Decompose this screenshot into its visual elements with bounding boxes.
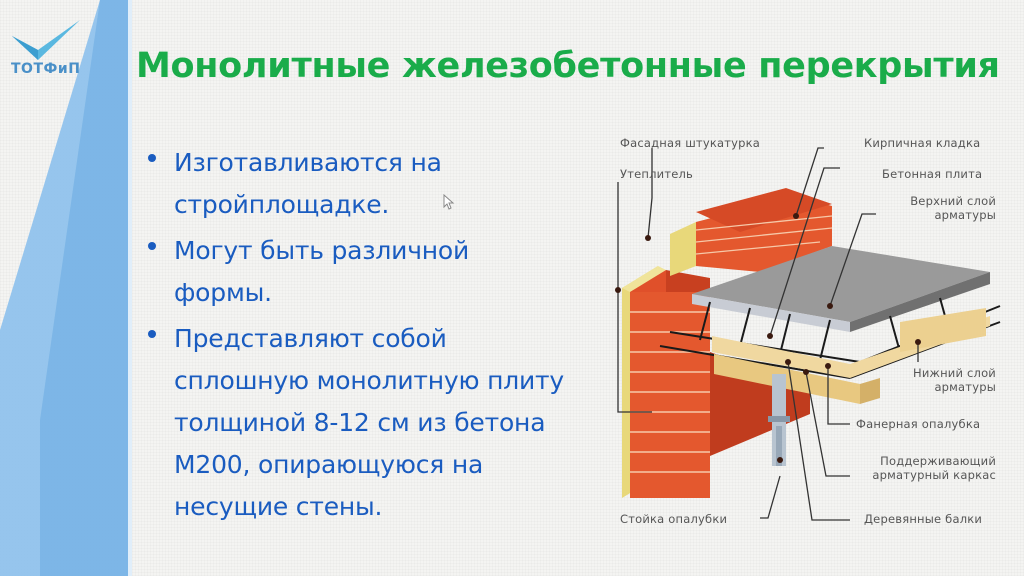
label-upper-rebar: Верхний слой арматуры xyxy=(910,194,996,222)
bullet-line: М200, опирающуюся на xyxy=(174,450,484,479)
side-accent-panel xyxy=(0,0,132,576)
bullet-item: Представляют собой сплошную монолитную п… xyxy=(144,318,604,528)
mouse-cursor-icon xyxy=(443,194,455,210)
bullet-list: Изготавливаются на стройплощадке. Могут … xyxy=(144,142,604,532)
label-wooden-beams: Деревянные балки xyxy=(864,512,983,526)
bullet-line: Изготавливаются на xyxy=(174,148,442,177)
slab-construction-illustration xyxy=(615,147,1001,521)
label-facade-plaster: Фасадная штукатурка xyxy=(620,136,761,150)
bullet-line: толщиной 8-12 см из бетона xyxy=(174,408,546,437)
label-support-frame: Поддерживающий арматурный каркас xyxy=(872,454,996,482)
bullet-line: Могут быть различной xyxy=(174,236,470,265)
label-formwork-prop: Стойка опалубки xyxy=(620,512,728,526)
bullet-line: Представляют собой xyxy=(174,324,447,353)
bullet-dot-icon xyxy=(148,242,156,250)
label-concrete-slab: Бетонная плита xyxy=(882,167,983,181)
bullet-line: формы. xyxy=(174,278,272,307)
label-brickwork: Кирпичная кладка xyxy=(864,136,981,150)
floor-slab-diagram: Фасадная штукатурка Утеплитель Кирпичная… xyxy=(600,126,1024,536)
label-plywood-formwork: Фанерная опалубка xyxy=(856,417,981,431)
bullet-dot-icon xyxy=(148,330,156,338)
logo-text: ТОТФиП xyxy=(11,61,81,77)
label-lower-rebar: Нижний слой арматуры xyxy=(913,366,996,394)
bullet-line: стройплощадке. xyxy=(174,190,390,219)
logo xyxy=(8,14,88,84)
bullet-dot-icon xyxy=(148,154,156,162)
bullet-item: Могут быть различной формы. xyxy=(144,230,604,314)
label-insulation: Утеплитель xyxy=(620,167,694,181)
bullet-item: Изготавливаются на стройплощадке. xyxy=(144,142,604,226)
bullet-line: сплошную монолитную плиту xyxy=(174,366,565,395)
checkmark-logo-icon xyxy=(12,20,80,60)
slide-title: Монолитные железобетонные перекрытия xyxy=(136,46,1000,86)
bullet-line: несущие стены. xyxy=(174,492,383,521)
